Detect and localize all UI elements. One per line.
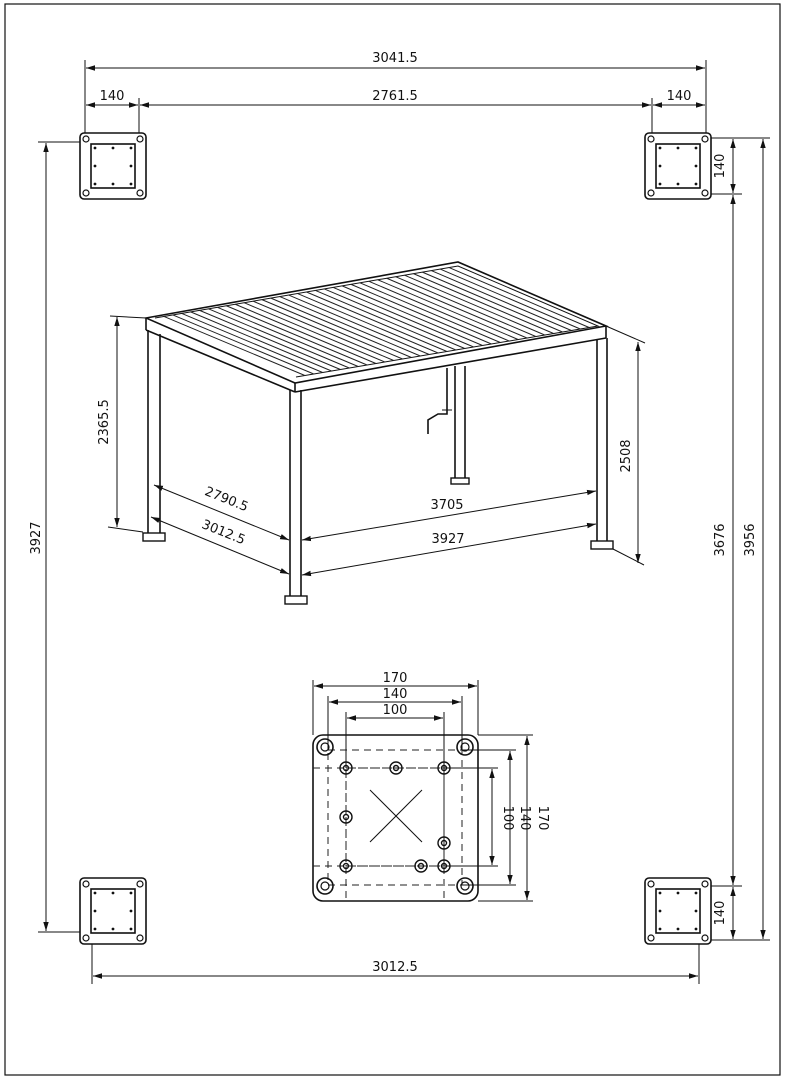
dim-text-depth-right: 3956: [743, 523, 758, 556]
dim-text-outer-side: 3012.5: [199, 517, 247, 548]
louvre-slat: [172, 314, 314, 375]
louvre-slat: [359, 282, 501, 343]
dim-plate-widths: 170 140 100: [312, 671, 479, 768]
dim-height-left: 2365.5: [97, 315, 147, 533]
dim-text-plate-outer: 170: [383, 671, 408, 686]
plate-top-right: [644, 132, 712, 200]
louvre-slat: [261, 299, 403, 360]
louvre-slat: [235, 303, 377, 364]
dim-text-outer-front: 3927: [431, 532, 464, 547]
louvre-slat: [377, 279, 519, 340]
dim-plate-heights: 100 140 170: [444, 734, 550, 902]
dim-bottom-width: 3012.5: [91, 944, 700, 984]
crank-handle: [427, 368, 452, 434]
dim-front-lengths: 3705 3927: [301, 489, 597, 577]
dim-text-post-right-top: 140: [713, 154, 728, 179]
dim-text-plate-inner: 100: [383, 703, 408, 718]
dim-text-post-left: 140: [100, 89, 125, 104]
dim-text-plate-h-mid: 140: [517, 806, 532, 831]
dim-overall-width: 3041.5: [84, 51, 707, 133]
louvre-slat: [431, 270, 572, 331]
louvre-slat: [199, 309, 341, 370]
dim-text-plate-h-outer: 170: [535, 806, 550, 831]
dim-text-bottom-width: 3012.5: [372, 960, 418, 975]
louvre-slat: [279, 296, 421, 357]
dim-text-post-right-bottom: 140: [713, 901, 728, 926]
louvre-slat: [217, 306, 359, 367]
louvre-slat: [404, 274, 545, 336]
louvre-slat: [395, 276, 537, 337]
dim-text-height-right: 2508: [619, 439, 634, 472]
dim-text-inner-front: 3705: [430, 498, 463, 513]
louvre-slat: [306, 291, 448, 352]
louvre-slat: [315, 290, 457, 351]
dim-post-widths: 140 2761.5 140: [86, 89, 705, 133]
louvre-slat: [243, 302, 386, 363]
dim-text-height-left: 2365.5: [97, 399, 112, 445]
dim-text-post-right: 140: [667, 89, 692, 104]
louvre-slat: [270, 297, 412, 358]
pergola-perspective: [142, 261, 614, 605]
plate-bottom-left: [79, 877, 147, 945]
louvre-slat: [413, 273, 554, 334]
louvre-slat: [297, 293, 439, 354]
post-back-left: [142, 330, 166, 542]
louvre-slat: [448, 267, 590, 328]
louvre-slat: [190, 311, 332, 372]
dim-text-inner-depth: 3676: [713, 523, 728, 556]
louvre-slat: [341, 285, 483, 346]
plate-bottom-right: [644, 877, 712, 945]
louvre-slat: [386, 277, 528, 339]
dim-side-lengths: 2790.5 3012.5: [150, 484, 290, 575]
roof-louvres: [163, 267, 590, 376]
dim-height-right: 2508: [605, 325, 646, 566]
louvre-slat: [439, 268, 581, 330]
dim-text-depth-left: 3927: [29, 521, 44, 554]
post-back-right: [450, 366, 470, 485]
base-plate-detail: [312, 734, 479, 902]
dim-text-plate-mid: 140: [383, 687, 408, 702]
louvre-slat: [333, 286, 474, 348]
louvre-slat: [181, 312, 323, 373]
dim-text-inner-side: 2790.5: [202, 484, 250, 515]
dim-text-plate-h-inner: 100: [500, 806, 515, 831]
plate-top-left: [79, 132, 147, 200]
louvre-slat: [350, 283, 492, 345]
louvre-slat: [368, 280, 510, 342]
dim-depth-right: 140 3676 140 3956: [711, 137, 770, 941]
dim-depth-left: 3927: [29, 141, 80, 933]
louvre-slat: [422, 271, 563, 333]
dim-text-inner-width: 2761.5: [372, 89, 418, 104]
louvre-slat: [208, 308, 350, 369]
louvre-slat: [252, 300, 394, 361]
louvre-slat: [226, 305, 368, 366]
dim-text-overall-width: 3041.5: [372, 51, 418, 66]
bolt-holes: [339, 761, 451, 873]
louvre-slat: [163, 316, 306, 376]
post-front-right: [590, 338, 614, 550]
sheet-border: [4, 3, 781, 1076]
louvre-slat: [288, 294, 430, 355]
post-front-left: [284, 390, 308, 605]
louvre-slat: [324, 288, 465, 349]
